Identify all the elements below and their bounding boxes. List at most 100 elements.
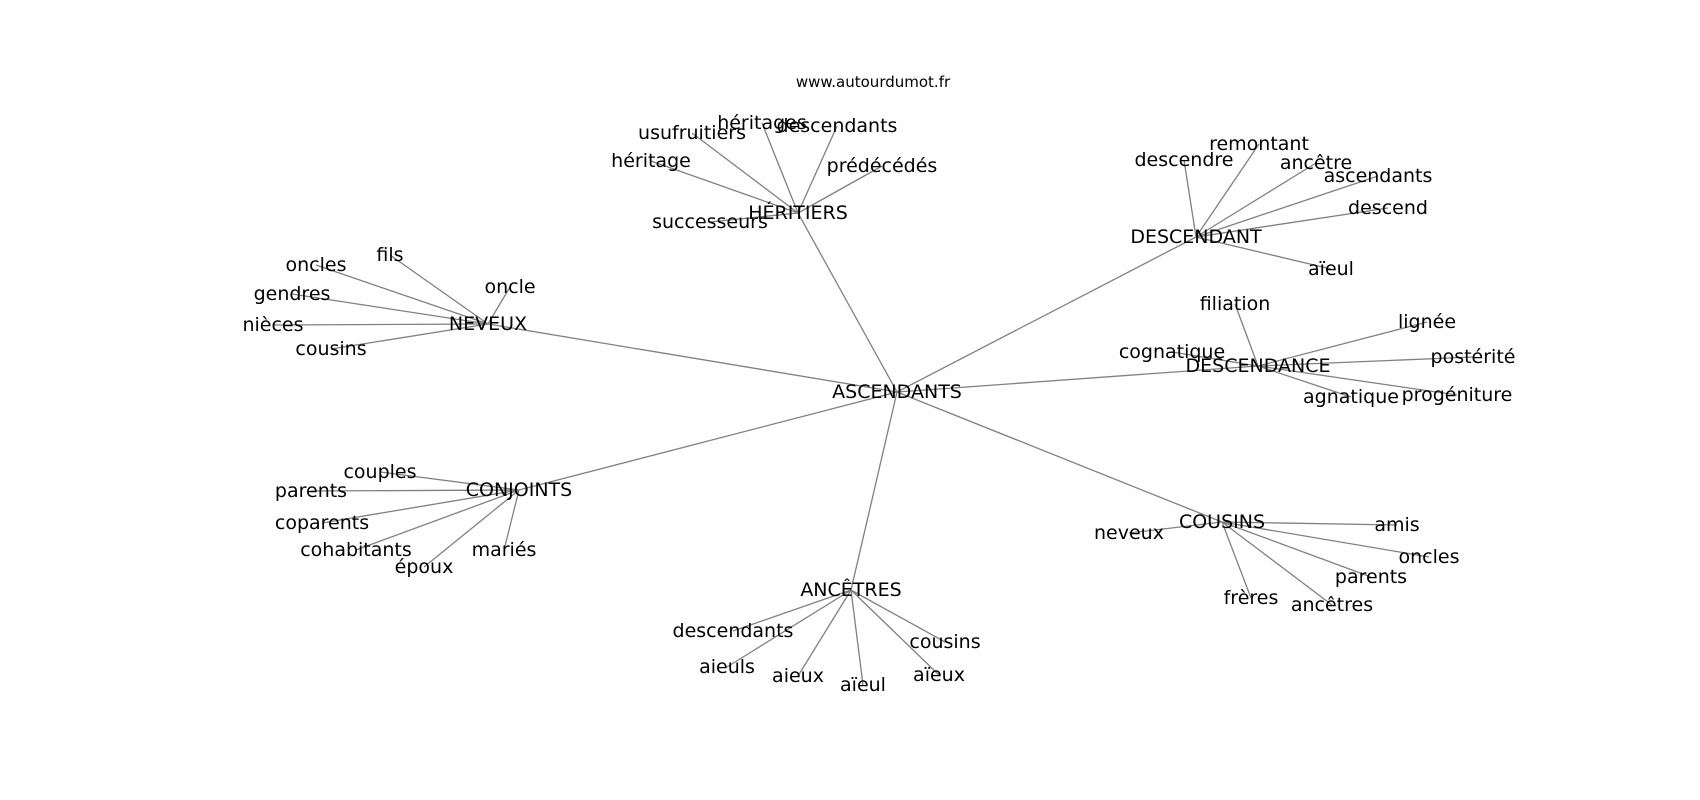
edge-hub-to-word <box>315 264 489 325</box>
edge-hub-to-word <box>423 489 520 568</box>
edge-hub-to-word <box>1257 356 1474 367</box>
edge-root-to-hub <box>896 365 1259 393</box>
edge-hub-to-word <box>1195 162 1317 238</box>
hub-node[interactable]: CONJOINTS <box>466 479 572 501</box>
word-node[interactable]: ancêtres <box>1291 594 1373 616</box>
edge-root-to-hub <box>896 391 1223 523</box>
edge-hub-to-word <box>709 212 799 223</box>
edge-hub-to-word <box>1183 159 1197 238</box>
word-node[interactable]: coparents <box>275 512 369 534</box>
edge-hub-to-word <box>650 160 799 214</box>
word-node[interactable]: aïeul <box>840 674 886 696</box>
word-node[interactable]: parents <box>275 480 347 502</box>
edge-hub-to-word <box>1221 521 1372 578</box>
edge-hub-to-word <box>330 323 489 350</box>
edge-root-to-hub <box>850 391 898 591</box>
edge-hub-to-word <box>1257 321 1428 367</box>
hub-node[interactable]: ANCÊTRES <box>800 578 901 601</box>
word-node[interactable]: descend <box>1348 197 1428 219</box>
word-node[interactable]: frères <box>1224 587 1279 609</box>
edge-hub-to-word <box>310 489 520 492</box>
word-node[interactable]: successeurs <box>652 211 768 233</box>
word-node[interactable]: oncles <box>286 254 347 276</box>
edge-hub-to-word <box>321 489 520 524</box>
word-node[interactable]: cousins <box>909 631 980 653</box>
edge-hub-to-word <box>1195 143 1260 238</box>
root-node[interactable]: ASCENDANTS <box>832 381 962 403</box>
word-node[interactable]: lignée <box>1398 311 1456 333</box>
word-node[interactable]: époux <box>395 556 454 578</box>
word-node[interactable]: neveux <box>1094 522 1164 544</box>
edge-root-to-hub <box>518 391 898 491</box>
edge-root-to-hub <box>896 236 1197 393</box>
word-node[interactable]: héritages <box>717 112 807 134</box>
word-node[interactable]: remontant <box>1209 133 1309 155</box>
hub-node[interactable]: COUSINS <box>1179 511 1265 533</box>
edge-hub-to-word <box>1221 521 1333 606</box>
edge-hub-to-word <box>1221 521 1430 558</box>
edge-hub-to-word <box>726 589 852 668</box>
edge-hub-to-word <box>761 122 799 214</box>
word-node[interactable]: aïeul <box>1308 258 1354 280</box>
word-node[interactable]: cognatique <box>1119 341 1225 363</box>
edge-hub-to-word <box>291 293 489 325</box>
word-node[interactable]: oncle <box>484 276 535 298</box>
labels-layer: www.autourdumot.fr héritage usufruitiersh… <box>242 73 1515 696</box>
edge-hub-to-word <box>1257 365 1458 396</box>
edge-hub-to-word <box>1234 303 1259 367</box>
edge-hub-to-word <box>355 489 520 551</box>
edge-hub-to-word <box>850 589 864 686</box>
word-node[interactable]: descendre <box>1135 149 1234 171</box>
edge-hub-to-word <box>732 589 852 632</box>
word-node[interactable]: nièces <box>242 314 303 336</box>
word-node[interactable]: postérité <box>1431 346 1516 368</box>
edge-hub-to-word <box>272 323 489 326</box>
edge-hub-to-word <box>503 489 520 551</box>
edge-hub-to-word <box>1195 175 1379 238</box>
edge-hub-to-word <box>1257 365 1352 398</box>
word-node[interactable]: amis <box>1374 514 1419 536</box>
word-node[interactable]: descendants <box>673 620 794 642</box>
hub-node[interactable]: DESCENDANCE <box>1186 355 1331 377</box>
word-node[interactable]: filiation <box>1200 293 1271 315</box>
word-node[interactable]: descendants <box>777 115 898 137</box>
source-url[interactable]: www.autourdumot.fr <box>796 73 951 91</box>
word-node[interactable]: cousins <box>295 338 366 360</box>
word-node[interactable]: agnatique <box>1303 386 1399 408</box>
word-node[interactable]: couples <box>343 461 416 483</box>
word-node[interactable]: usufruitiers <box>638 122 746 144</box>
word-node[interactable]: prédécédés <box>827 155 938 177</box>
word-node[interactable]: fils <box>376 244 403 266</box>
hub-node[interactable]: HÉRITIERS <box>748 201 848 224</box>
edge-root-to-hub <box>797 212 898 393</box>
edge-hub-to-word <box>1195 207 1389 238</box>
edge-hub-to-word <box>379 471 520 491</box>
hub-node[interactable]: NEVEUX <box>449 313 527 335</box>
word-node[interactable]: gendres <box>254 283 331 305</box>
edge-hub-to-word <box>1221 521 1398 526</box>
edges-layer <box>272 122 1474 686</box>
word-node[interactable]: héritage <box>611 150 691 172</box>
word-node[interactable]: aieuls <box>699 656 755 678</box>
word-node[interactable]: aïeux <box>913 664 965 686</box>
word-node[interactable]: mariés <box>472 539 537 561</box>
word-node[interactable]: aieux <box>772 665 824 687</box>
word-node[interactable]: ascendants <box>1324 165 1433 187</box>
word-node[interactable]: progéniture <box>1402 384 1513 406</box>
word-node[interactable]: parents <box>1335 566 1407 588</box>
edge-hub-to-word <box>1221 521 1252 599</box>
word-node[interactable]: oncles <box>1399 546 1460 568</box>
edge-hub-to-word <box>691 132 799 214</box>
edge-hub-to-word <box>1171 351 1259 367</box>
edge-hub-to-word <box>1128 521 1223 534</box>
edge-hub-to-word <box>850 589 940 676</box>
edge-hub-to-word <box>797 589 852 677</box>
edge-root-to-hub <box>487 323 898 393</box>
edge-hub-to-word <box>389 254 489 325</box>
hub-node[interactable]: DESCENDANT <box>1130 226 1262 248</box>
edge-hub-to-word <box>1195 236 1332 270</box>
word-node[interactable]: ancêtre <box>1280 152 1352 174</box>
word-node[interactable]: cohabitants <box>300 539 412 561</box>
edge-hub-to-word <box>850 589 946 643</box>
